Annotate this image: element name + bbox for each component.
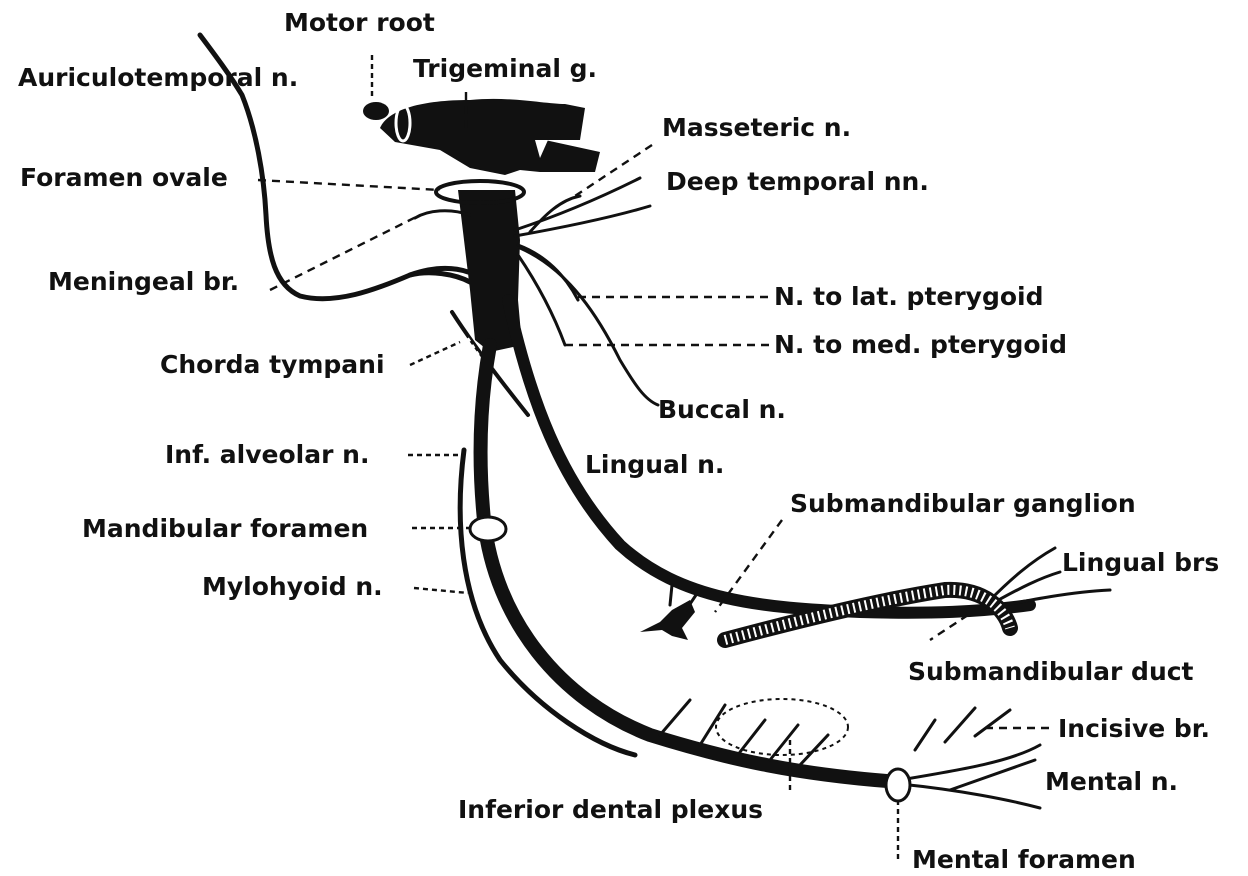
label-mylohyoid-n: Mylohyoid n. bbox=[202, 572, 383, 601]
label-n-to-med-pterygoid: N. to med. pterygoid bbox=[774, 330, 1067, 359]
label-buccal-n: Buccal n. bbox=[658, 395, 786, 424]
label-inferior-dental-plexus: Inferior dental plexus bbox=[458, 795, 763, 824]
label-submandibular-duct: Submandibular duct bbox=[908, 657, 1194, 686]
label-motor-root: Motor root bbox=[284, 8, 435, 37]
mental-foramen-ring bbox=[886, 769, 910, 801]
label-lingual-brs: Lingual brs bbox=[1062, 548, 1219, 577]
label-masseteric-n: Masseteric n. bbox=[662, 113, 851, 142]
incisive-twig-2 bbox=[945, 708, 975, 742]
label-inf-alveolar-n: Inf. alveolar n. bbox=[165, 440, 369, 469]
lingual-branch-3 bbox=[1000, 590, 1110, 606]
incisive-twig-3 bbox=[975, 710, 1010, 736]
medial-pterygoid-branch bbox=[518, 255, 565, 345]
lateral-pterygoid-branch bbox=[518, 245, 578, 300]
trigeminal-ganglion bbox=[380, 99, 600, 175]
label-mental-n: Mental n. bbox=[1045, 767, 1178, 796]
motor-root bbox=[363, 102, 389, 120]
masseteric-branch bbox=[530, 196, 580, 232]
label-deep-temporal-nn: Deep temporal nn. bbox=[666, 167, 929, 196]
leader-submandibular-duct bbox=[930, 615, 968, 640]
label-mental-foramen: Mental foramen bbox=[912, 845, 1136, 874]
deep-temporal-branch-2 bbox=[515, 206, 650, 236]
incisive-branch bbox=[900, 745, 1040, 780]
label-lingual-n: Lingual n. bbox=[585, 450, 724, 479]
submandibular-ganglion bbox=[640, 585, 698, 640]
label-submandibular-ganglion: Submandibular ganglion bbox=[790, 489, 1136, 518]
leader-foramen-ovale bbox=[258, 180, 440, 190]
leader-mylohyoid bbox=[414, 588, 468, 593]
mental-nerve bbox=[900, 784, 1040, 808]
label-foramen-ovale: Foramen ovale bbox=[20, 163, 228, 192]
deep-temporal-branch-1 bbox=[515, 178, 640, 230]
label-incisive-br: Incisive br. bbox=[1058, 714, 1210, 743]
leader-chorda-tympani bbox=[410, 342, 460, 365]
label-trigeminal-g: Trigeminal g. bbox=[413, 54, 597, 83]
lingual-branch-1 bbox=[990, 548, 1055, 600]
label-n-to-lat-pterygoid: N. to lat. pterygoid bbox=[774, 282, 1044, 311]
label-chorda-tympani: Chorda tympani bbox=[160, 350, 385, 379]
label-mandibular-foramen: Mandibular foramen bbox=[82, 514, 368, 543]
label-meningeal-br: Meningeal br. bbox=[48, 267, 239, 296]
mandibular-foramen-ring bbox=[470, 517, 506, 541]
buccal-nerve bbox=[520, 248, 658, 405]
inferior-dental-plexus bbox=[660, 699, 848, 765]
nerve-drawing bbox=[200, 35, 1110, 808]
incisive-twig-1 bbox=[915, 720, 935, 750]
label-auriculotemporal-n: Auriculotemporal n. bbox=[18, 63, 298, 92]
mental-twig-1 bbox=[950, 760, 1035, 790]
